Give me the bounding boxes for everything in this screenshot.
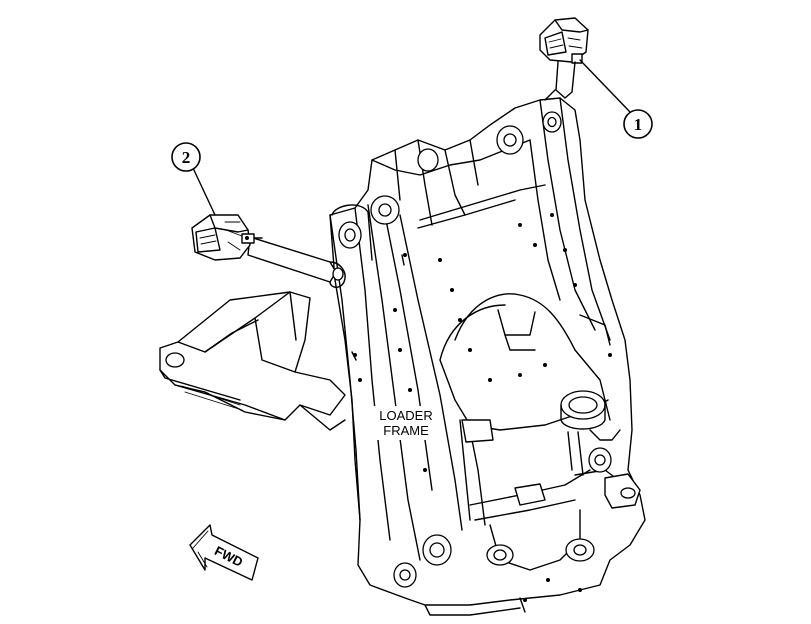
fwd-arrow: FWD	[189, 524, 259, 581]
left-light-mount-rod	[247, 236, 346, 288]
callout-2: 2	[171, 142, 216, 216]
right-side-light	[539, 17, 589, 101]
callout-2-number: 2	[182, 148, 191, 167]
frame-label-line1: LOADER	[379, 408, 432, 423]
frame-label-line2: FRAME	[383, 423, 429, 438]
callout-1: 1	[579, 59, 653, 139]
left-side-light	[191, 214, 263, 261]
loader-frame-body	[329, 97, 646, 616]
loader-frame-label: LOADER FRAME	[374, 406, 438, 440]
callout-1-number: 1	[634, 115, 643, 134]
left-bracket-arm	[159, 291, 346, 431]
